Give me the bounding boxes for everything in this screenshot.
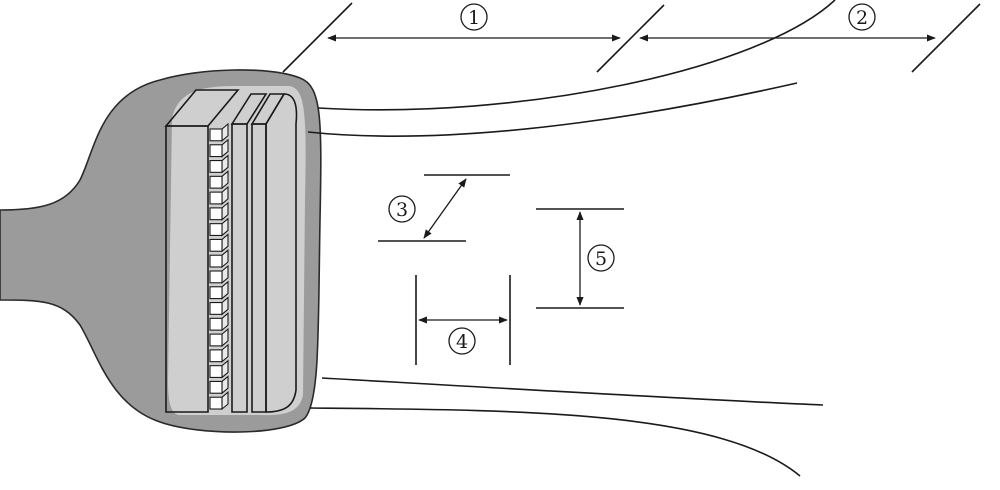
array-element — [209, 233, 229, 253]
array-element — [209, 122, 229, 142]
array-element — [209, 359, 229, 379]
piezoelectric-element-array — [209, 122, 229, 411]
label-near-field: 1 — [460, 3, 488, 31]
label-far-field: 2 — [848, 3, 876, 31]
backing-block — [164, 89, 240, 413]
near-field-start-line — [282, 2, 353, 73]
transducer-face-window — [168, 86, 306, 416]
svg-text:1: 1 — [468, 7, 480, 29]
array-element — [209, 201, 229, 221]
beam-upper-outer-curve — [317, 0, 836, 111]
array-element — [209, 327, 229, 348]
array-element — [209, 185, 229, 206]
svg-text:4: 4 — [456, 331, 468, 353]
beam-lower-outer-curve — [309, 407, 801, 477]
array-element — [209, 170, 229, 190]
array-element — [209, 280, 229, 300]
array-element — [209, 391, 229, 411]
beam-outline — [307, 0, 836, 477]
beam-lower-inner-curve — [321, 377, 824, 406]
array-element — [209, 264, 229, 284]
array-element — [209, 343, 229, 363]
array-element — [209, 312, 229, 332]
matching-layer-1 — [230, 93, 268, 413]
array-element — [209, 375, 229, 395]
array-element — [209, 249, 229, 269]
slice-thickness-indicator: 3 — [378, 174, 510, 242]
lateral-resolution-indicator: 4 — [415, 275, 511, 365]
far-field-end-line — [911, 3, 981, 73]
near-field-end-line — [596, 4, 665, 73]
array-element — [209, 217, 229, 237]
array-element — [209, 154, 229, 174]
acoustic-lens — [265, 93, 298, 413]
beam-upper-inner-curve — [307, 82, 798, 137]
axial-resolution-indicator: 5 — [536, 208, 624, 309]
svg-text:3: 3 — [396, 199, 408, 221]
zone-boundaries — [282, 2, 981, 73]
array-element — [209, 296, 229, 316]
array-element — [209, 138, 229, 158]
svg-text:2: 2 — [856, 7, 868, 29]
svg-text:5: 5 — [595, 248, 607, 270]
